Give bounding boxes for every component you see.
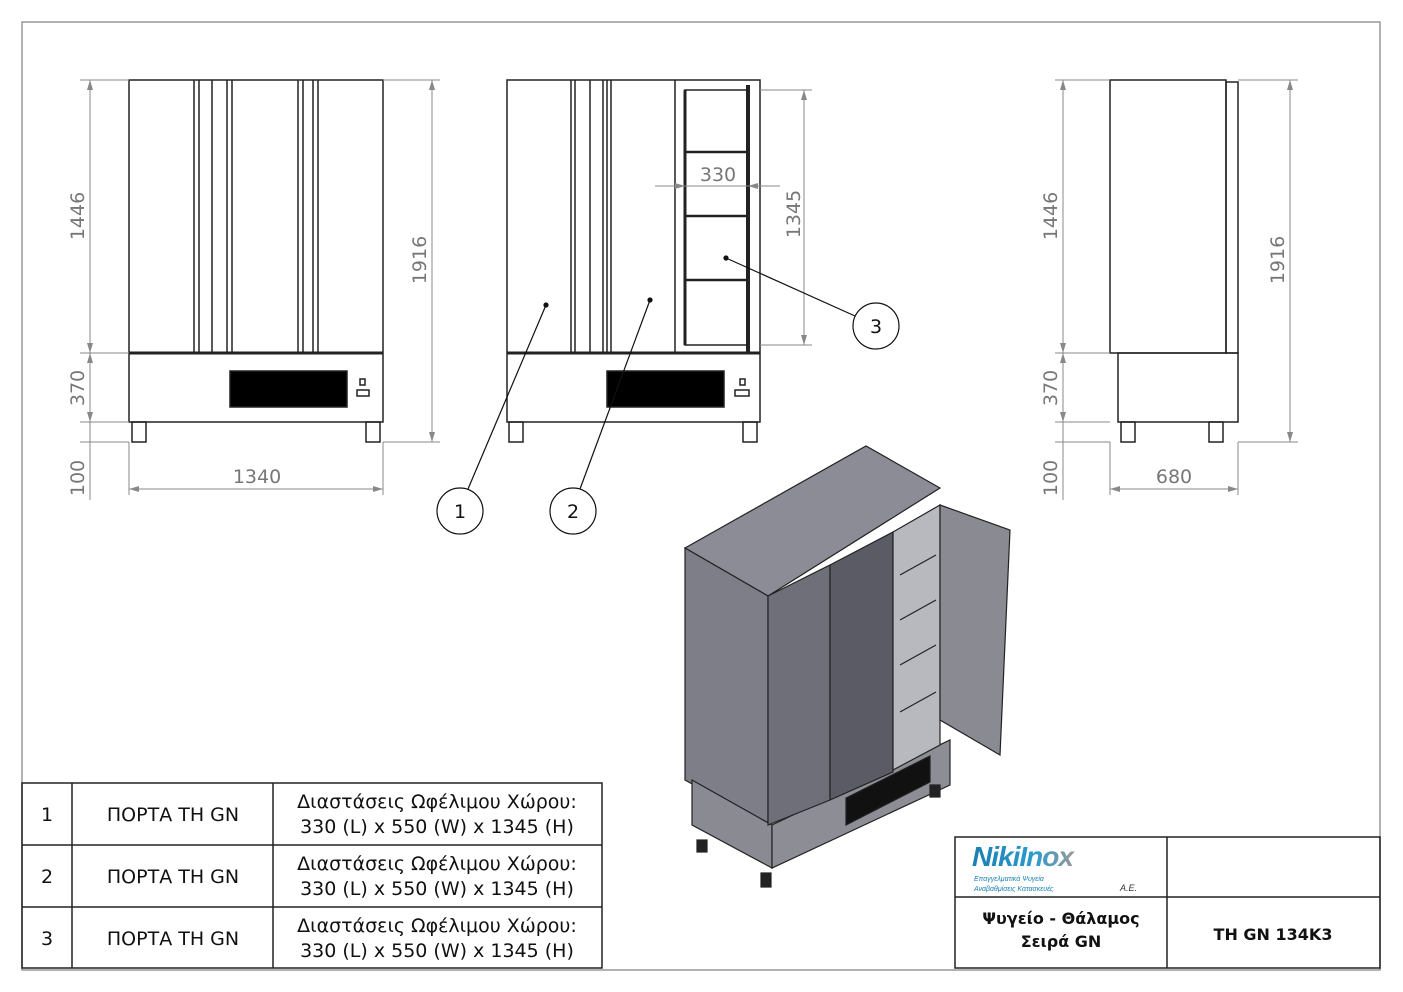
logo-ae: A.E. [1119,883,1137,893]
parts-table-row-3: 3 ΠΟΡΤΑ TH GN Διαστάσεις Ωφέλιμου Χώρου:… [41,915,577,962]
model-number: TH GN 134K3 [1214,925,1333,944]
parts-table-row-2: 2 ΠΟΡΤΑ TH GN Διαστάσεις Ωφέλιμου Χώρου:… [41,853,577,900]
sheet-border [21,21,1381,971]
parts-table-row-1: 1 ΠΟΡΤΑ TH GN Διαστάσεις Ωφέλιμου Χώρου:… [41,791,577,838]
dim-side-base: 370 [1040,370,1062,406]
logo-sub1: Επαγγελματικά Ψυγεία [974,875,1045,883]
dim-inner-width: 330 [700,164,736,186]
balloon-1: 1 [454,501,466,523]
dim-front-upper: 1446 [67,192,89,240]
dim-side-depth: 680 [1156,466,1192,488]
logo-text: NikiInox [972,841,1075,872]
dim-front-base: 370 [67,370,89,406]
isometric-view [683,445,1011,888]
open-door-view [506,79,761,443]
side-dimensions [1055,79,1298,500]
balloon-3: 3 [870,316,882,338]
balloon-leaders [436,255,900,535]
dim-side-legs: 100 [1040,460,1062,496]
part-dims: 330 (L) x 550 (W) x 1345 (H) [300,816,574,838]
part-name: ΠΟΡΤΑ TH GN [107,804,239,826]
dim-side-upper: 1446 [1040,192,1062,240]
part-no: 3 [41,928,53,950]
dim-front-width: 1340 [233,466,281,488]
logo-sub2: Αναβαθμίσεις Κατασκευές [973,885,1054,893]
part-desc: Διαστάσεις Ωφέλιμου Χώρου: [297,791,577,813]
front-dimensions [80,79,440,500]
drawing-series: Σειρά GN [1021,932,1102,951]
part-desc: Διαστάσεις Ωφέλιμου Χώρου: [297,915,577,937]
part-desc: Διαστάσεις Ωφέλιμου Χώρου: [297,853,577,875]
part-dims: 330 (L) x 550 (W) x 1345 (H) [300,878,574,900]
title-block-grid [954,836,1381,969]
parts-table-grid [21,782,603,969]
drawing-title: Ψυγείο - Θάλαμος [982,909,1139,928]
dim-side-total: 1916 [1267,236,1289,284]
dim-front-legs: 100 [67,460,89,496]
part-name: ΠΟΡΤΑ TH GN [107,866,239,888]
company-logo: NikiInox Επαγγελματικά Ψυγεία Αναβαθμίσε… [972,841,1137,893]
dim-front-total: 1916 [409,236,431,284]
part-name: ΠΟΡΤΑ TH GN [107,928,239,950]
part-no: 1 [41,804,53,826]
part-dims: 330 (L) x 550 (W) x 1345 (H) [300,940,574,962]
middle-dimensions [655,89,812,346]
front-view [128,79,384,443]
part-no: 2 [41,866,53,888]
side-view [1109,79,1239,443]
dim-inner-height: 1345 [783,190,805,238]
balloon-2: 2 [567,501,579,523]
